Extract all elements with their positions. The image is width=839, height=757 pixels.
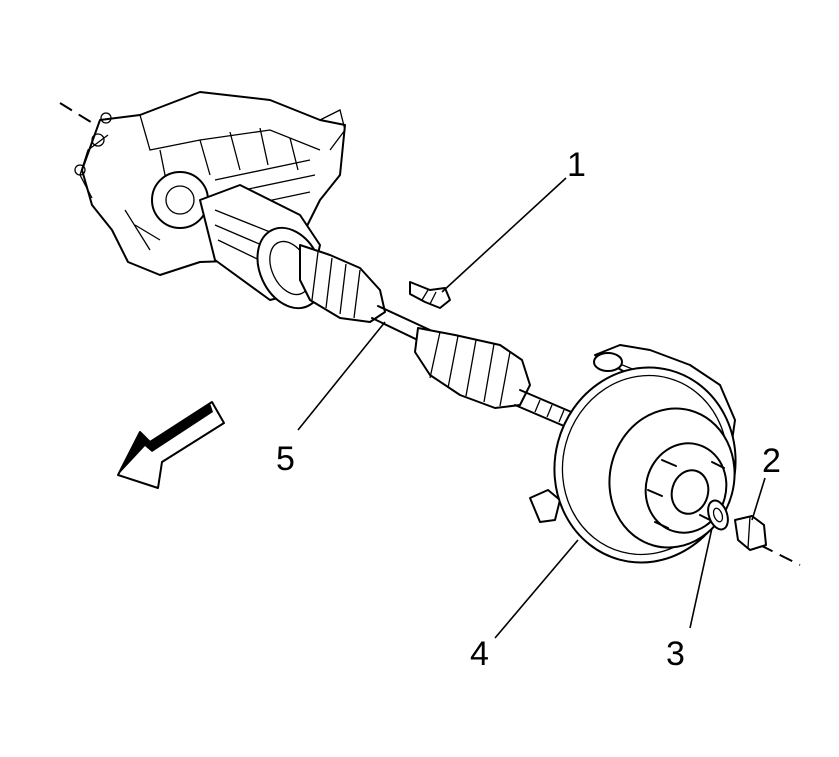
callout-4: 4 [470,635,489,673]
axle-centerline [59,102,801,566]
callout-3: 3 [666,635,685,673]
hub-nut [734,515,767,551]
inner-cv-boot [299,244,386,323]
mounting-bolt [409,281,451,309]
washer [707,499,729,531]
callout-2: 2 [762,442,781,480]
callout-5: 5 [276,440,295,478]
wheel-studs [647,459,725,529]
outer-cv-boot [414,327,531,409]
callout-1: 1 [567,146,586,184]
hub-and-rotor [553,366,737,564]
front-direction-arrow-icon [117,401,225,489]
callout-leaders [297,177,766,639]
